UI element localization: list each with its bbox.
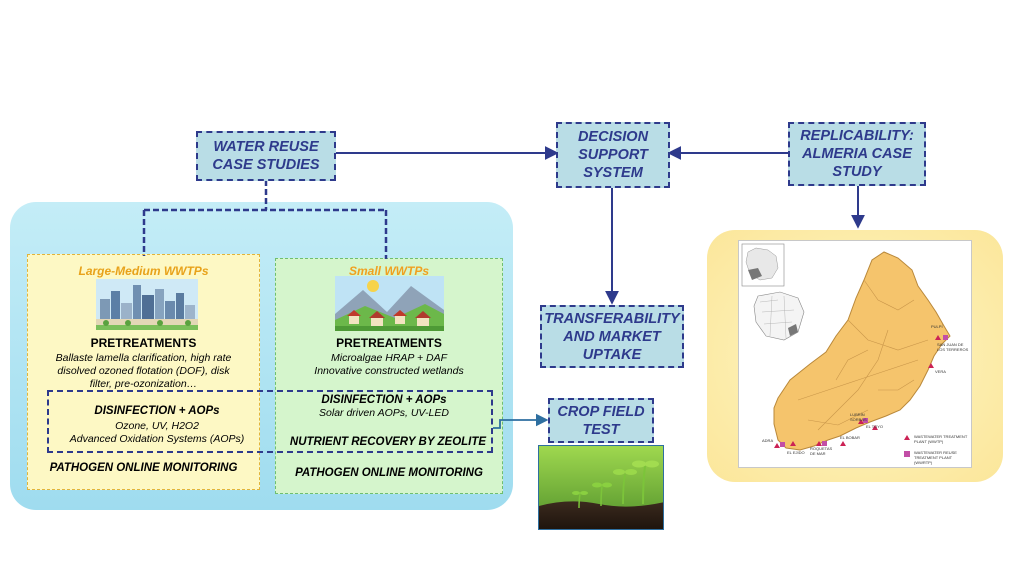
replicability-box: REPLICABILITY: ALMERIA CASE STUDY	[788, 122, 926, 186]
small-disinfection-line-1: Solar driven AOPs, UV-LED	[319, 407, 449, 419]
large-disinfection-line-1: Ozone, UV, H2O2	[115, 420, 199, 432]
wwrtp-marker	[943, 335, 948, 340]
large-disinfection: DISINFECTION + AOPs Ozone, UV, H2O2 Adva…	[47, 405, 267, 446]
dss-line-3: SYSTEM	[583, 165, 643, 181]
transferability-line-1: TRANSFERABILITY	[544, 310, 680, 327]
wwtp-marker	[872, 425, 878, 430]
decision-support-system-box: DECISION SUPPORT SYSTEM	[556, 122, 670, 188]
legend-wwrtp: WASTEWATER REUSE TREATMENT PLANT (WWRTP)	[914, 450, 970, 465]
connector-case-studies-to-plants	[142, 180, 388, 259]
almeria-map	[741, 243, 951, 457]
legend-wwtp: WASTEWATER TREATMENT PLANT (WWTP)	[914, 434, 968, 444]
legend-wwtp-line-1: WASTEWATER TREATMENT	[914, 434, 968, 439]
transferability-line-3: UPTAKE	[582, 346, 642, 363]
large-pretreatments: PRETREATMENTS Ballaste lamella clarifica…	[27, 336, 260, 391]
wwtp-marker	[935, 335, 941, 340]
water-reuse-line-2: CASE STUDIES	[212, 157, 320, 173]
map-label-san-juan-1: SAN JUAN DE	[937, 342, 964, 347]
small-pretreatments: PRETREATMENTS Microalgae HRAP + DAF Inno…	[275, 336, 503, 378]
map-label-el-bobar: EL BOBAR	[840, 435, 860, 440]
seedlings-photo	[538, 445, 664, 530]
map-label-lubrin-2: SORBAS	[850, 417, 867, 422]
large-disinfection-line-2: Advanced Oxidation Systems (AOPs)	[69, 433, 245, 445]
wwtp-marker	[816, 441, 822, 446]
transferability-line-2: AND MARKET	[563, 328, 661, 345]
map-label-el-toyo: EL TOYO	[866, 424, 884, 429]
replicability-line-3: STUDY	[832, 164, 882, 180]
wwtp-marker	[840, 441, 846, 446]
map-label-roquetas-1: ROQUETAS	[810, 446, 833, 451]
large-disinfection-heading: DISINFECTION + AOPs	[94, 405, 220, 417]
nutrient-recovery: NUTRIENT RECOVERY BY ZEOLITE	[289, 436, 487, 448]
legend-wwtp-marker	[904, 435, 910, 440]
village-illustration	[335, 276, 444, 331]
dss-line-1: DECISION	[577, 129, 649, 145]
large-pathogen-monitoring: PATHOGEN ONLINE MONITORING	[49, 462, 238, 474]
dss-line-2: SUPPORT	[578, 147, 648, 163]
wwrtp-marker	[822, 441, 827, 446]
map-label-vera: VERA	[935, 369, 946, 374]
water-reuse-case-studies-box: WATER REUSE CASE STUDIES	[196, 131, 336, 181]
wwrtp-marker	[780, 442, 785, 447]
map-label-lubrin-1: LUBRÍN	[850, 412, 865, 417]
map-label-san-juan-2: LOS TERREROS	[937, 347, 969, 352]
map-label-roquetas-2: DE MAR	[810, 451, 826, 456]
arrow-nutrient-to-crop	[493, 413, 549, 429]
legend-wwrtp-line-2: TREATMENT PLANT (WWRTP)	[914, 455, 953, 465]
small-pretreatments-line-1: Microalgae HRAP + DAF	[330, 352, 448, 364]
small-disinfection-heading: DISINFECTION + AOPs	[321, 394, 447, 406]
wwtp-marker	[774, 443, 780, 448]
map-label-adra: ADRA	[762, 438, 774, 443]
large-pretreatments-heading: PRETREATMENTS	[90, 336, 197, 350]
wwrtp-marker	[863, 418, 868, 423]
small-title: Small WWTPs	[348, 264, 429, 278]
wwtp-marker	[928, 363, 934, 368]
replicability-line-1: REPLICABILITY:	[800, 128, 914, 144]
replicability-line-2: ALMERIA CASE	[802, 146, 912, 162]
legend-wwtp-line-2: PLANT (WWTP)	[914, 439, 944, 444]
legend-wwrtp-line-1: WASTEWATER REUSE	[914, 450, 957, 455]
city-illustration	[96, 279, 198, 330]
small-disinfection: DISINFECTION + AOPs Solar driven AOPs, U…	[275, 394, 493, 420]
small-pathogen-monitoring: PATHOGEN ONLINE MONITORING	[295, 467, 483, 479]
transferability-box: TRANSFERABILITY AND MARKET UPTAKE	[540, 305, 684, 368]
large-medium-title: Large-Medium WWTPs	[78, 264, 209, 278]
water-reuse-line-1: WATER REUSE	[213, 139, 319, 155]
small-wwtp-panel: Small WWTPs	[275, 258, 503, 494]
large-medium-wwtp-panel: Large-Medium WWTPs	[27, 254, 260, 490]
wwtp-marker	[790, 441, 796, 446]
map-label-pulpi: PULPÍ	[931, 324, 943, 329]
wwtp-marker	[858, 419, 864, 424]
small-pretreatments-line-2: Innovative constructed wetlands	[314, 365, 464, 377]
large-pretreatments-line-2: disolved ozoned flotation (DOF), disk	[57, 365, 230, 377]
crop-field-test-box: CROP FIELD TEST	[548, 398, 654, 443]
large-pretreatments-line-1: Ballaste lamella clarification, high rat…	[55, 352, 232, 364]
disinfection-group	[47, 390, 493, 453]
legend-wwrtp-marker	[904, 451, 910, 457]
map-label-el-ejido: EL EJIDO	[787, 450, 805, 455]
crop-line-1: CROP FIELD	[557, 403, 645, 420]
small-pretreatments-heading: PRETREATMENTS	[336, 336, 442, 350]
large-pretreatments-line-3: filter, pre-ozonization…	[89, 378, 198, 390]
crop-line-2: TEST	[582, 421, 620, 438]
